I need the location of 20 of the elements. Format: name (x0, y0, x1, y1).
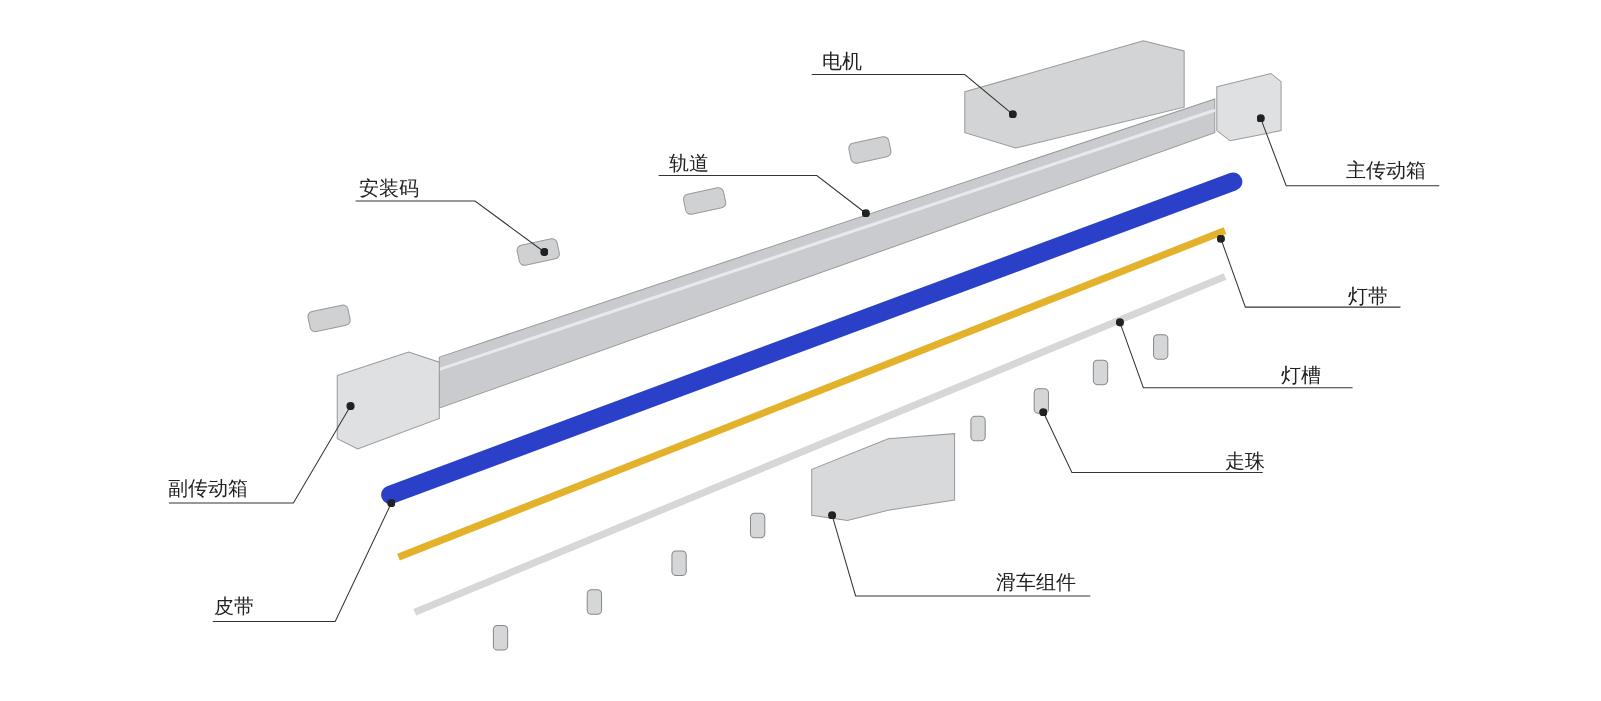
callout-label: 安装码 (359, 175, 420, 200)
callout-label: 灯带 (1347, 283, 1388, 308)
callout-label: 电机 (821, 49, 862, 73)
callout-label: 主传动箱 (1345, 158, 1426, 183)
callout-label: 灯槽 (1281, 363, 1322, 388)
leader-line (828, 511, 1091, 597)
callout-label: 副传动箱 (168, 475, 249, 500)
leader-line (1256, 114, 1440, 187)
callout-label: 皮带 (214, 594, 255, 619)
leader-line (168, 402, 355, 504)
leader-line (1216, 234, 1401, 308)
callout-label: 走珠 (1225, 449, 1266, 474)
leader-line (658, 175, 870, 218)
callout-label: 轨道 (668, 151, 709, 176)
callout-label: 滑车组件 (995, 569, 1076, 594)
leader-line (212, 498, 396, 622)
leader-line (355, 200, 549, 257)
leader-line (1115, 318, 1354, 389)
leader-line (811, 73, 1017, 119)
leader-line (1039, 408, 1264, 473)
